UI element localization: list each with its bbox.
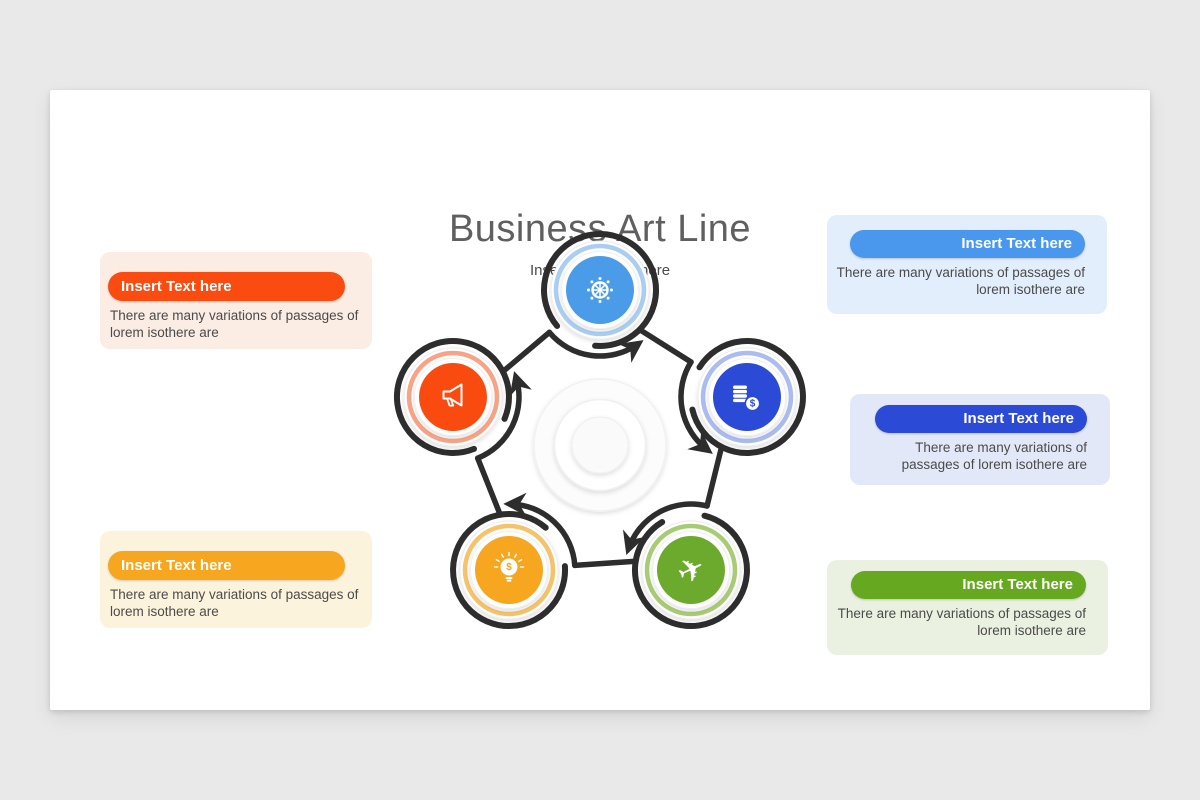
callout-body-right-middle: There are many variations of passages of…: [901, 440, 1087, 472]
dollar-glyph: $: [750, 399, 756, 410]
cycle-arrow: [546, 329, 644, 363]
diagram-node-marketing[interactable]: [403, 347, 503, 447]
megaphone-icon: [442, 383, 463, 407]
insert-text-button-right-middle[interactable]: Insert Text here: [875, 405, 1087, 433]
callout-card-right-bottom: Insert Text here There are many variatio…: [827, 560, 1108, 655]
insert-text-button-right-bottom[interactable]: Insert Text here: [851, 571, 1086, 599]
diagram-node-finance[interactable]: $: [697, 347, 797, 447]
diagram-node-idea[interactable]: $: [459, 520, 559, 620]
diagram-node-travel[interactable]: ✈: [641, 520, 741, 620]
center-ripple: [533, 378, 667, 512]
cycle-arrow: [474, 371, 532, 461]
ship-helm-icon: [587, 277, 613, 303]
connector-line: [636, 326, 694, 365]
callout-card-left-bottom: Insert Text here There are many variatio…: [100, 531, 372, 628]
insert-text-button-right-top[interactable]: Insert Text here: [850, 230, 1085, 258]
idea-bulb-icon: $: [493, 551, 525, 582]
insert-text-button-left-bottom[interactable]: Insert Text here: [108, 551, 345, 580]
cycle-diagram: $ ✈ $: [393, 231, 806, 630]
money-coins-icon: $: [733, 385, 761, 412]
slide-canvas: Business Art Line Insert Main Title here…: [50, 90, 1150, 710]
callout-body-right-bottom: There are many variations of passages of…: [837, 606, 1086, 638]
cycle-arrow: [678, 359, 713, 454]
connector-line: [474, 455, 503, 518]
insert-text-button-left-top[interactable]: Insert Text here: [108, 272, 345, 301]
callout-body-left-bottom: There are many variations of passages of…: [110, 587, 359, 619]
callout-card-left-top: Insert Text here There are many variatio…: [100, 252, 372, 349]
cycle-arrow: [503, 492, 578, 569]
connector-line: [572, 558, 639, 569]
callout-body-left-top: There are many variations of passages of…: [110, 308, 359, 340]
callout-card-right-top: Insert Text here There are many variatio…: [827, 215, 1107, 314]
connector-line: [500, 329, 553, 375]
callout-body-right-top: There are many variations of passages of…: [836, 265, 1085, 297]
cycle-lines: [393, 231, 806, 630]
diagram-node-strategy[interactable]: [550, 240, 650, 340]
callout-card-right-middle: Insert Text here There are many variatio…: [850, 394, 1110, 485]
connector-line: [704, 444, 725, 509]
dollar-glyph: $: [506, 562, 512, 573]
cycle-arrow: [622, 501, 710, 556]
